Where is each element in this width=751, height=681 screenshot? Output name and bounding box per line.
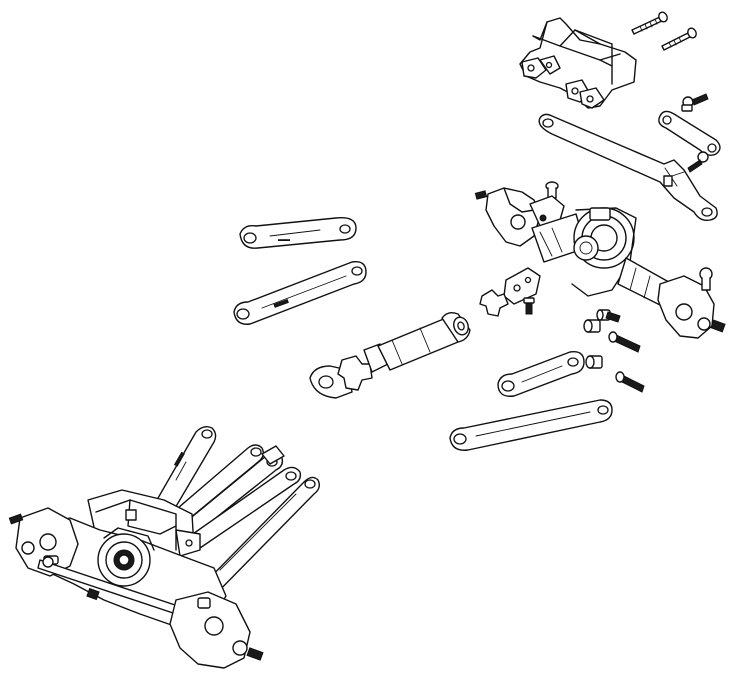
screw-c [608, 331, 641, 353]
lower-suspension-link [233, 261, 367, 325]
panhard-link [538, 113, 718, 222]
short-upper-link [497, 351, 585, 397]
front-axle-housing [474, 181, 726, 339]
ball-stud-b [583, 319, 601, 333]
long-lower-link [449, 399, 613, 451]
ball-studs-and-screws [583, 309, 645, 393]
screw-2 [661, 27, 697, 51]
upper-suspension-link: ▬▬ [239, 217, 357, 249]
link-logo-mark: ▬▬ [278, 237, 290, 243]
steering-link [658, 110, 721, 173]
screw-1 [631, 11, 668, 35]
ball-stud-upper [681, 93, 709, 112]
ball-stud-a [596, 309, 621, 323]
screw-e [615, 371, 645, 393]
link-mount-plate [479, 267, 541, 317]
mount-screw-pair [631, 11, 697, 51]
ball-stud-d [585, 355, 603, 369]
servo-mount-bracket [519, 17, 637, 109]
driveshaft [309, 311, 471, 399]
assembled-front-axle [8, 425, 321, 669]
